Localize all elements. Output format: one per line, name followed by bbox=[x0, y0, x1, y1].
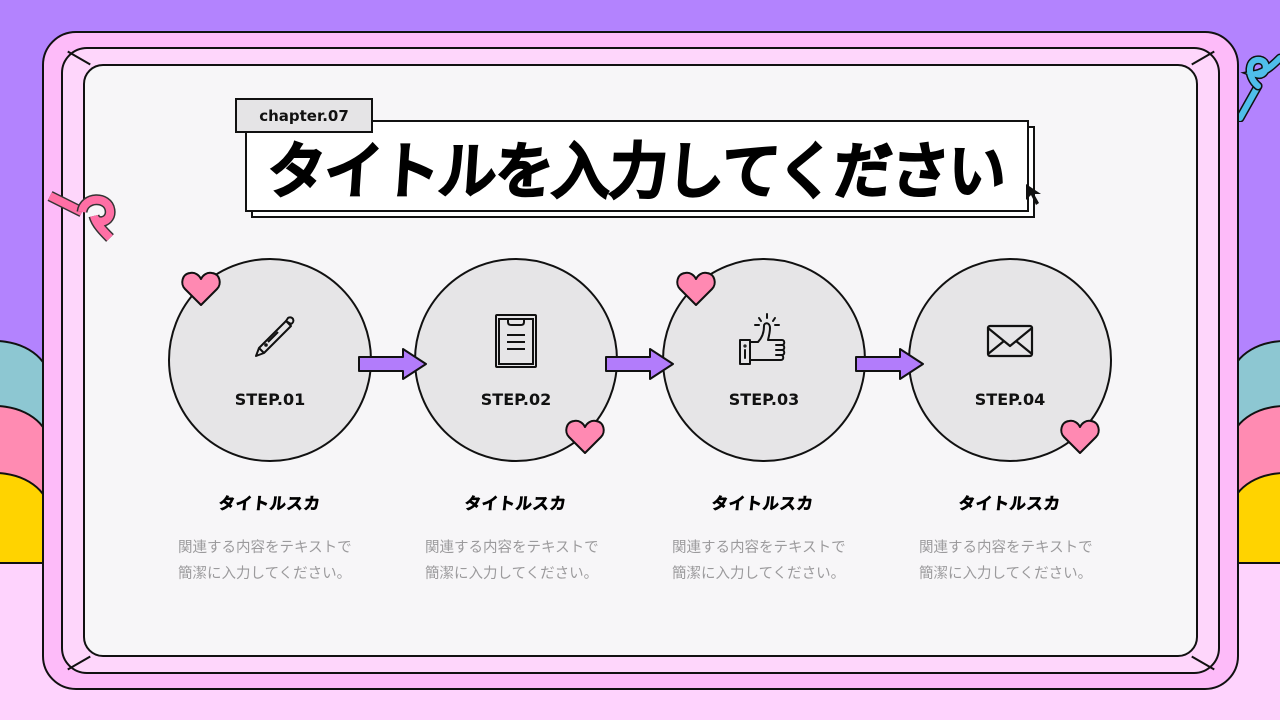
step-description: 関連する内容をテキストで 簡潔に入力してください。 bbox=[178, 535, 398, 587]
desc-line: 関連する内容をテキストで bbox=[425, 540, 599, 556]
arrow-right-icon bbox=[358, 348, 427, 380]
desc-line: 簡潔に入力してください。 bbox=[178, 566, 352, 582]
heart-icon bbox=[565, 419, 605, 454]
step-label: STEP.04 bbox=[974, 390, 1046, 409]
heart-icon bbox=[181, 271, 221, 306]
arrow-right-icon bbox=[855, 348, 924, 380]
chapter-label: chapter.07 bbox=[235, 98, 373, 133]
step-title: タイトルスカ bbox=[957, 494, 1062, 514]
desc-line: 関連する内容をテキストで bbox=[919, 540, 1093, 556]
desc-line: 簡潔に入力してください。 bbox=[919, 566, 1093, 582]
desc-line: 関連する内容をテキストで bbox=[178, 540, 352, 556]
ribbon-pink-icon bbox=[47, 191, 116, 242]
clipboard-icon bbox=[495, 314, 537, 368]
step-label: STEP.02 bbox=[480, 390, 552, 409]
slide-title: タイトルを入力してください bbox=[264, 135, 1008, 208]
step-description: 関連する内容をテキストで 簡潔に入力してください。 bbox=[919, 535, 1139, 587]
step-title: タイトルスカ bbox=[710, 494, 815, 514]
mouse-cursor-icon bbox=[1026, 184, 1041, 205]
pencil-icon bbox=[255, 316, 295, 357]
step-description: 関連する内容をテキストで 簡潔に入力してください。 bbox=[672, 535, 892, 587]
desc-line: 関連する内容をテキストで bbox=[672, 540, 846, 556]
heart-icon bbox=[676, 271, 716, 306]
step-title: タイトルスカ bbox=[217, 494, 322, 514]
title-box[interactable]: タイトルを入力してください bbox=[245, 120, 1029, 212]
step-title: タイトルスカ bbox=[463, 494, 568, 514]
step-label: STEP.01 bbox=[234, 390, 306, 409]
desc-line: 簡潔に入力してください。 bbox=[425, 566, 599, 582]
heart-icon bbox=[1060, 419, 1100, 454]
ribbon-blue-icon bbox=[1236, 53, 1280, 122]
step-description: 関連する内容をテキストで 簡潔に入力してください。 bbox=[425, 535, 645, 587]
arrow-right-icon bbox=[605, 348, 674, 380]
desc-line: 簡潔に入力してください。 bbox=[672, 566, 846, 582]
thumbs-up-icon bbox=[739, 313, 786, 365]
step-label: STEP.03 bbox=[728, 390, 800, 409]
envelope-icon bbox=[986, 324, 1034, 358]
